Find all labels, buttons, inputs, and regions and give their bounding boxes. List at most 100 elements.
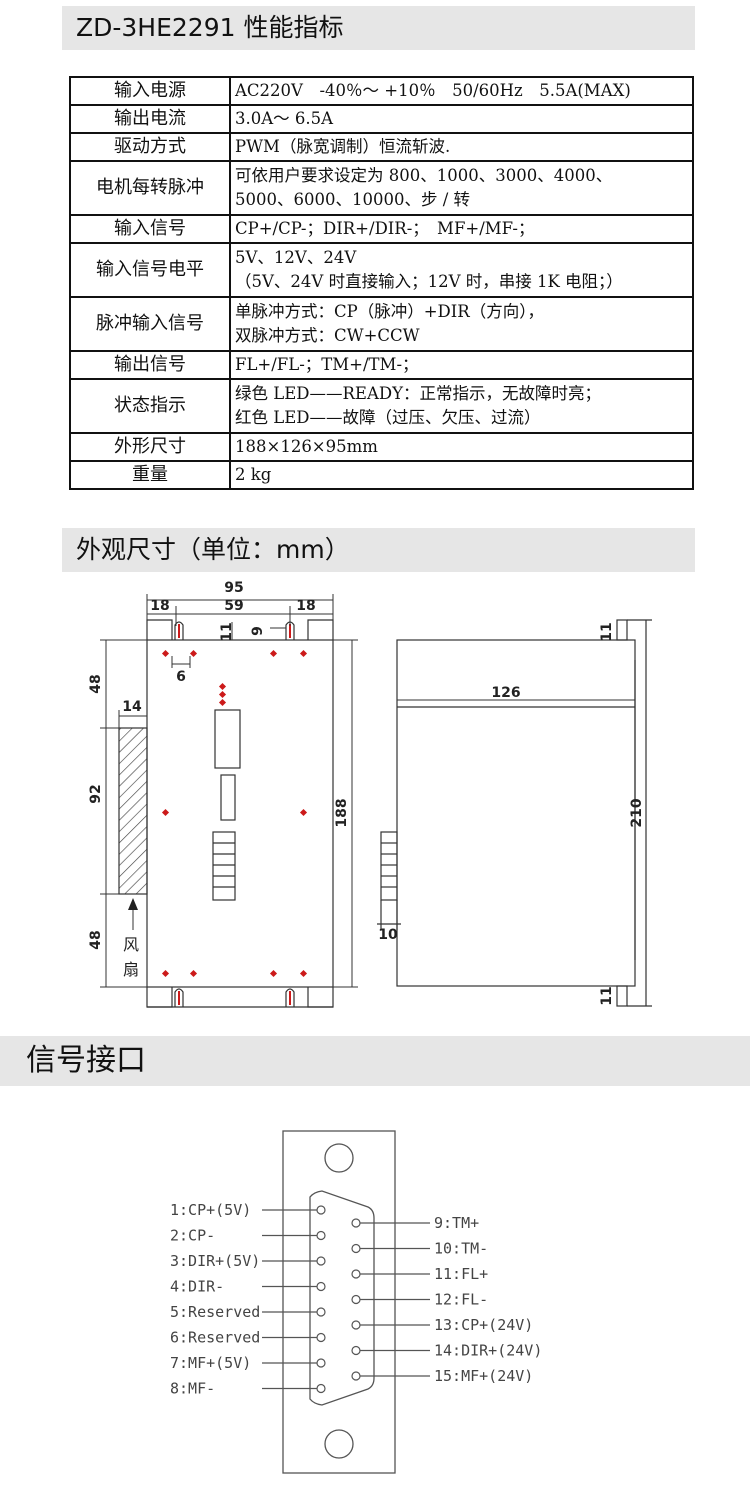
mount-hole-top (324, 1143, 354, 1173)
pin-label-left: 8:MF- (170, 1380, 215, 1398)
display-window (214, 709, 241, 769)
dim-total-height: 210 (629, 798, 645, 827)
spec-value: PWM（脉宽调制）恒流斩波. (229, 132, 694, 162)
spec-label: 脉冲输入信号 (69, 296, 231, 352)
dimension-drawing: 95 18 59 18 11 9 6 48 14 92 48 188 126 2… (88, 580, 652, 1008)
dip-switch-block (212, 831, 236, 901)
spec-value-line: FL+/FL-；TM+/TM-； (235, 355, 419, 374)
spec-value: 3.0A～ 6.5A (229, 104, 694, 134)
dim-middle-section: 92 (88, 784, 104, 803)
spec-value: 188×126×95mm (229, 432, 694, 462)
pin-contact (316, 1383, 326, 1394)
pin-label-right: 11:FL+ (434, 1265, 488, 1283)
pin-contact (351, 1269, 361, 1279)
pin-contact (351, 1320, 361, 1330)
spec-value: 单脉冲方式：CP（脉冲）+DIR（方向），双脉冲方式：CW+CCW (229, 296, 694, 352)
pin-label-left: 5:Reserved (170, 1303, 260, 1321)
spec-value-line: PWM（脉宽调制）恒流斩波. (235, 137, 451, 156)
pin-label-left: 4:DIR- (170, 1278, 224, 1296)
dimension-section-title: 外观尺寸（单位：mm） (62, 528, 695, 572)
spec-value: CP+/CP-；DIR+/DIR-； MF+/MF-； (229, 214, 694, 244)
dim-top-section: 48 (88, 674, 104, 693)
spec-row: 电机每转脉冲可依用户要求设定为 800、1000、3000、4000、5000、… (69, 160, 694, 216)
spec-value: 2 kg (229, 460, 694, 490)
pin-contact (316, 1332, 326, 1343)
pin-contact (351, 1294, 361, 1305)
pin-label-left: 7:MF+(5V) (170, 1354, 251, 1372)
pin-contact (316, 1281, 326, 1292)
spec-value-line: 单脉冲方式：CP（脉冲）+DIR（方向）， (235, 302, 544, 321)
dim-right-margin: 18 (296, 598, 315, 614)
spec-label: 输出信号 (69, 350, 231, 380)
pin-contact (316, 1205, 326, 1215)
spec-value-line: CP+/CP-；DIR+/DIR-； MF+/MF-； (235, 219, 535, 238)
fan-label: 扇 (123, 960, 139, 979)
pin-contact (316, 1358, 326, 1368)
pin-label-right: 9:TM+ (434, 1214, 479, 1232)
pin-contact (351, 1243, 361, 1254)
spec-label: 外形尺寸 (69, 432, 231, 462)
spec-value: AC220V -40％～ +10％ 50/60Hz 5.5A(MAX) (229, 76, 694, 106)
spec-value: 绿色 LED——READY：正常指示，无故障时亮；红色 LED——故障（过压、欠… (229, 378, 694, 434)
spec-value-line: 2 kg (235, 465, 272, 484)
mount-hole-bottom (324, 1429, 354, 1459)
spec-row: 脉冲输入信号单脉冲方式：CP（脉冲）+DIR（方向），双脉冲方式：CW+CCW (69, 296, 694, 352)
mount-markers (161, 649, 308, 978)
connector-shell (309, 1190, 375, 1406)
pin-contact (351, 1218, 361, 1228)
dim-flange-top: 11 (599, 622, 615, 641)
spec-value-line: 5000、6000、10000、步 / 转 (235, 190, 471, 209)
display-window-small (220, 774, 236, 821)
dim-height: 188 (334, 798, 350, 827)
fan-area (118, 727, 148, 895)
dim-slot-depth: 11 (219, 622, 235, 641)
dim-center: 59 (224, 598, 243, 614)
spec-label: 输入信号电平 (69, 242, 231, 298)
pin-label-right: 10:TM- (434, 1240, 488, 1258)
dim-width: 95 (224, 580, 243, 596)
pins-right: 9:TM+10:TM-11:FL+12:FL-13:CP+(24V)14:DIR… (351, 1214, 542, 1385)
spec-label: 状态指示 (69, 378, 231, 434)
pin-label-left: 3:DIR+(5V) (170, 1252, 260, 1270)
spec-label: 输入电源 (69, 76, 231, 106)
spec-value-line: （5V、24V 时直接输入；12V 时，串接 1K 电阻；） (235, 272, 623, 291)
spec-label: 输入信号 (69, 214, 231, 244)
spec-label: 输出电流 (69, 104, 231, 134)
pin-label-right: 14:DIR+(24V) (434, 1342, 542, 1360)
dim-hole-offset: 6 (176, 669, 186, 685)
pin-label-left: 1:CP+(5V) (170, 1201, 251, 1219)
pins-left: 1:CP+(5V) 2:CP- 3:DIR+(5V) 4:DIR- 5:Reserved… (170, 1201, 326, 1398)
spec-value-line: 5V、12V、24V (235, 248, 357, 267)
signal-section-title: 信号接口 (0, 1036, 750, 1086)
pin-label-left: 2:CP- (170, 1227, 215, 1245)
dim-flange-bottom: 11 (599, 986, 615, 1005)
dim-fan-width: 14 (122, 699, 142, 715)
pin-contact (351, 1371, 361, 1381)
spec-value-line: 188×126×95mm (235, 437, 378, 456)
pin-contact (316, 1307, 326, 1317)
spec-value-line: 绿色 LED——READY：正常指示，无故障时亮； (235, 384, 601, 403)
dim-bottom-section: 48 (88, 930, 104, 949)
spec-label: 重量 (69, 460, 231, 490)
dim-left-margin: 18 (150, 598, 169, 614)
dim-slot-gap: 9 (250, 626, 266, 636)
pin-contact (316, 1230, 326, 1241)
connector-block (380, 831, 398, 901)
spec-row: 状态指示绿色 LED——READY：正常指示，无故障时亮；红色 LED——故障（… (69, 378, 694, 434)
spec-section-title: ZD-3HE2291 性能指标 (62, 6, 695, 50)
dim-connector: 10 (378, 927, 398, 943)
spec-value-line: AC220V -40％～ +10％ 50/60Hz 5.5A(MAX) (235, 81, 631, 100)
pin-contact (351, 1345, 361, 1356)
spec-value-line: 3.0A～ 6.5A (235, 109, 334, 128)
spec-label: 电机每转脉冲 (69, 160, 231, 216)
pin-contact (316, 1256, 326, 1266)
